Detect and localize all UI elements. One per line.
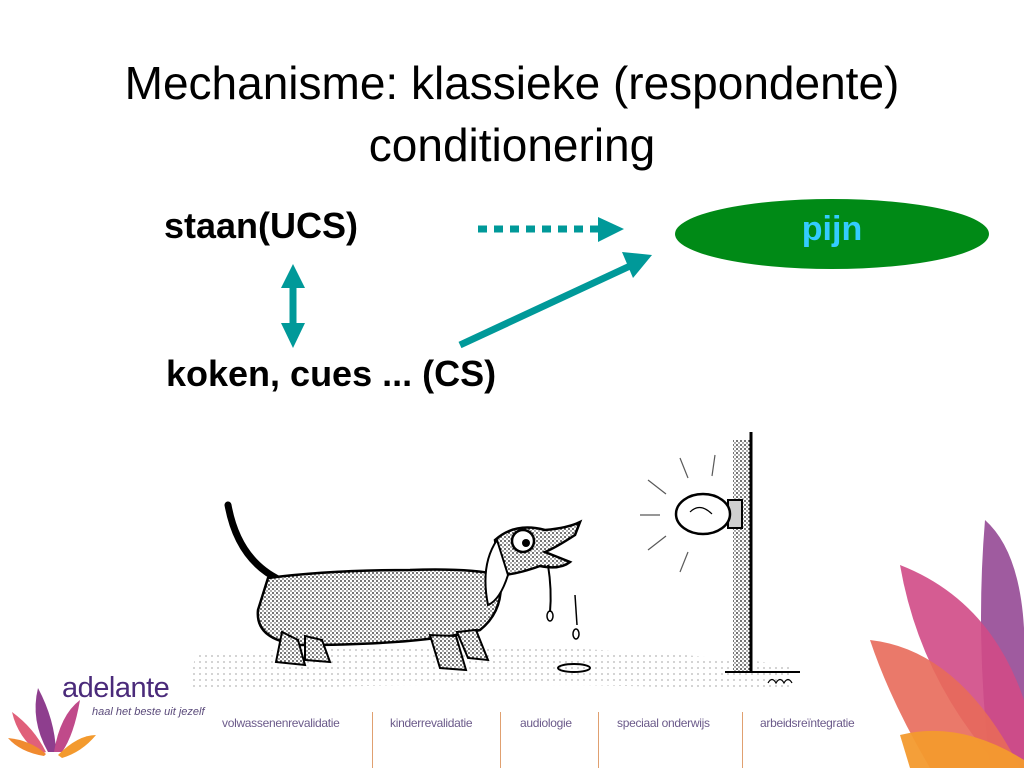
diagonal-arrow-cs-to-response bbox=[458, 252, 652, 349]
nav-link-kinderrevalidatie[interactable]: kinderrevalidatie bbox=[390, 716, 473, 730]
double-arrow-ucs-cs bbox=[281, 264, 305, 348]
nav-link-audiologie[interactable]: audiologie bbox=[520, 716, 572, 730]
slide-title: Mechanisme: klassieke (respondente) cond… bbox=[124, 57, 900, 171]
cs-label: koken, cues ... (CS) bbox=[166, 353, 497, 394]
logo-tagline: haal het beste uit jezelf bbox=[92, 706, 205, 718]
nav-divider bbox=[742, 712, 743, 768]
nav-link-speciaal-onderwijs[interactable]: speciaal onderwijs bbox=[617, 716, 710, 730]
dotted-arrow-ucs-to-response bbox=[478, 217, 624, 242]
nav-link-arbeidsreintegratie[interactable]: arbeidsreïntegratie bbox=[760, 716, 855, 730]
response-pill: pijn bbox=[675, 199, 989, 269]
nav-link-volwassenenrevalidatie[interactable]: volwassenenrevalidatie bbox=[222, 716, 340, 730]
response-label: pijn bbox=[801, 209, 863, 248]
nav-divider bbox=[598, 712, 599, 768]
nav-divider bbox=[500, 712, 501, 768]
logo-name: adelante bbox=[62, 672, 170, 704]
nav-divider bbox=[372, 712, 373, 768]
ucs-label: staan(UCS) bbox=[164, 205, 359, 246]
